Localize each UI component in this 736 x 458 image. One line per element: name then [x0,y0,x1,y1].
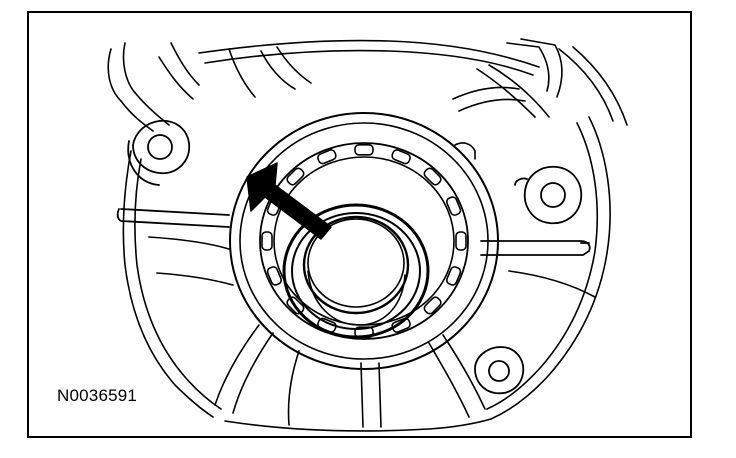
housing-outline [107,39,611,432]
bearing-roller [445,266,462,286]
bearing-roller [391,149,411,165]
bearing-roller [445,196,462,216]
bottom-mounting-boss [474,346,525,395]
callout-arrow [246,162,332,240]
crossbar [116,208,591,256]
figure-frame: N0036591 [27,11,692,438]
bearing-roller [286,167,305,186]
bearing-roller [261,231,273,251]
bearing-rollers [261,144,467,338]
bearing-roller [354,144,374,156]
oil-seal [282,203,430,339]
bearing-roller [423,296,442,315]
lower-webs [148,236,596,428]
bearing-roller [266,266,283,286]
right-mounting-boss [514,165,583,225]
left-mounting-boss [127,119,190,186]
figure-id-label: N0036591 [57,386,138,405]
bearing-roller [455,231,467,251]
upper-ribs [158,38,628,126]
seal-illustration [107,38,628,432]
bearing-roller [423,167,442,186]
bearing-housing [229,112,499,370]
bearing-roller [317,149,337,165]
